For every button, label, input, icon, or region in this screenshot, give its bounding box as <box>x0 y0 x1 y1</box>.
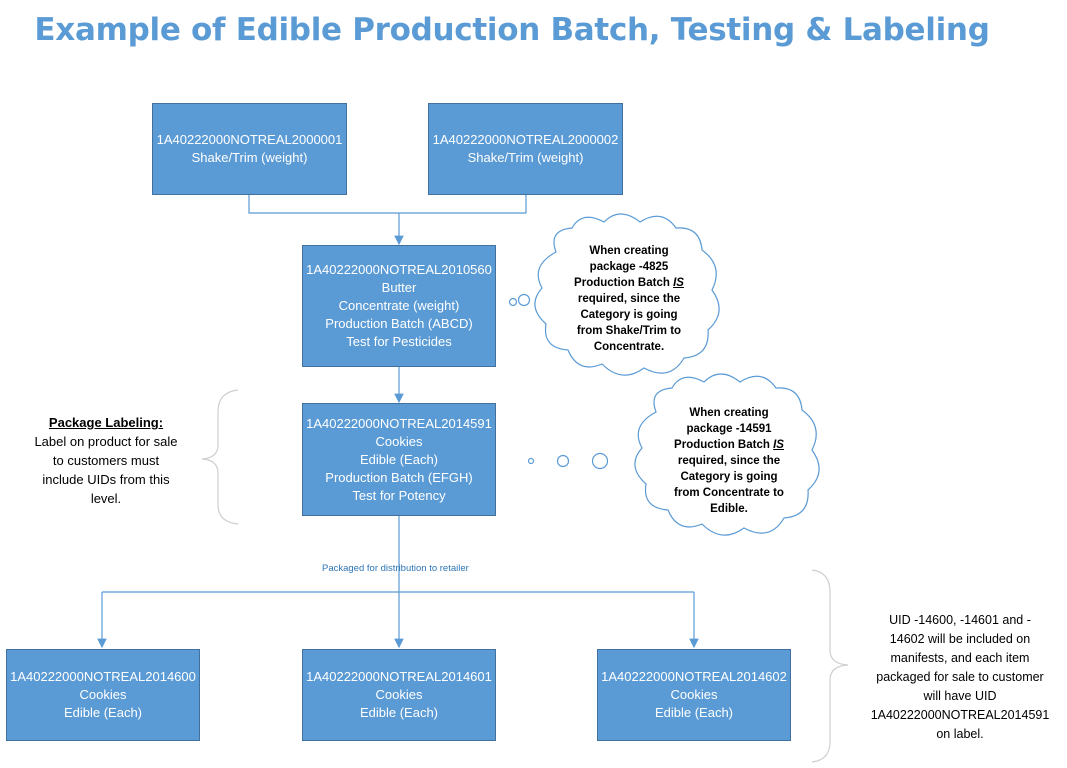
cookies-category: Edible (Each) <box>359 451 439 467</box>
cloud-callout-2 <box>527 373 820 536</box>
callout-2-text: When creating package -14591 Production … <box>674 407 784 515</box>
manifest-note: UID -14600, -14601 and - 14602 will be i… <box>870 613 1050 741</box>
connector-src1 <box>248 195 399 214</box>
butter-test: Test for Pesticides <box>346 334 452 349</box>
pkg2-uid: 1A40222000NOTREAL2014601 <box>306 669 492 684</box>
pkg3-item: Cookies <box>670 687 718 702</box>
source-package-2[interactable]: 1A40222000NOTREAL2000002 Shake/Trim (wei… <box>428 103 623 195</box>
pkg3-category: Edible (Each) <box>654 705 734 720</box>
distribution-package-1[interactable]: 1A40222000NOTREAL2014600 Cookies Edible … <box>6 649 200 741</box>
emphasis-is: IS <box>673 277 684 289</box>
package-labeling-note: Package Labeling: Label on product for s… <box>14 413 198 508</box>
source-1-uid: 1A40222000NOTREAL2000001 <box>156 132 343 147</box>
source-2-uid: 1A40222000NOTREAL2000002 <box>432 132 619 147</box>
cookies-item: Cookies <box>375 433 423 449</box>
package-labeling-heading: Package Labeling: <box>48 415 164 430</box>
cookies-test: Test for Potency <box>352 487 446 503</box>
callout-1-text: When creating package -4825 Production B… <box>574 245 684 353</box>
connector-src2 <box>399 195 527 214</box>
pkg1-category: Edible (Each) <box>63 705 143 720</box>
butter-batch: Production Batch (ABCD) <box>325 316 473 331</box>
distribution-label: Packaged for distribution to retailer <box>322 563 469 574</box>
emphasis-is: IS <box>773 439 784 451</box>
distribution-package-3[interactable]: 1A40222000NOTREAL2014602 Cookies Edible … <box>597 649 791 741</box>
cookies-uid: 1A40222000NOTREAL2014591 <box>306 415 492 431</box>
pkg2-item: Cookies <box>375 687 423 702</box>
cookies-package[interactable]: 1A40222000NOTREAL2014591 Cookies Edible … <box>302 403 496 516</box>
pkg1-uid: 1A40222000NOTREAL2014600 <box>10 669 196 684</box>
cookies-batch: Production Batch (EFGH) <box>325 469 473 485</box>
pkg1-item: Cookies <box>79 687 127 702</box>
source-2-category: Shake/Trim (weight) <box>467 150 584 165</box>
source-1-category: Shake/Trim (weight) <box>191 150 308 165</box>
source-package-1[interactable]: 1A40222000NOTREAL2000001 Shake/Trim (wei… <box>152 103 347 195</box>
page-title: Example of Edible Production Batch, Test… <box>34 12 990 48</box>
butter-uid: 1A40222000NOTREAL2010560 <box>306 262 492 277</box>
butter-item: Butter <box>381 280 417 295</box>
pkg2-category: Edible (Each) <box>359 705 439 720</box>
brace-manifest <box>811 569 849 763</box>
butter-category: Concentrate (weight) <box>338 298 460 313</box>
distribution-package-2[interactable]: 1A40222000NOTREAL2014601 Cookies Edible … <box>302 649 496 741</box>
brace-packaging <box>201 389 239 525</box>
butter-package[interactable]: 1A40222000NOTREAL2010560 Butter Concentr… <box>302 245 496 367</box>
pkg3-uid: 1A40222000NOTREAL2014602 <box>601 669 787 684</box>
cloud-callout-1 <box>508 213 720 376</box>
